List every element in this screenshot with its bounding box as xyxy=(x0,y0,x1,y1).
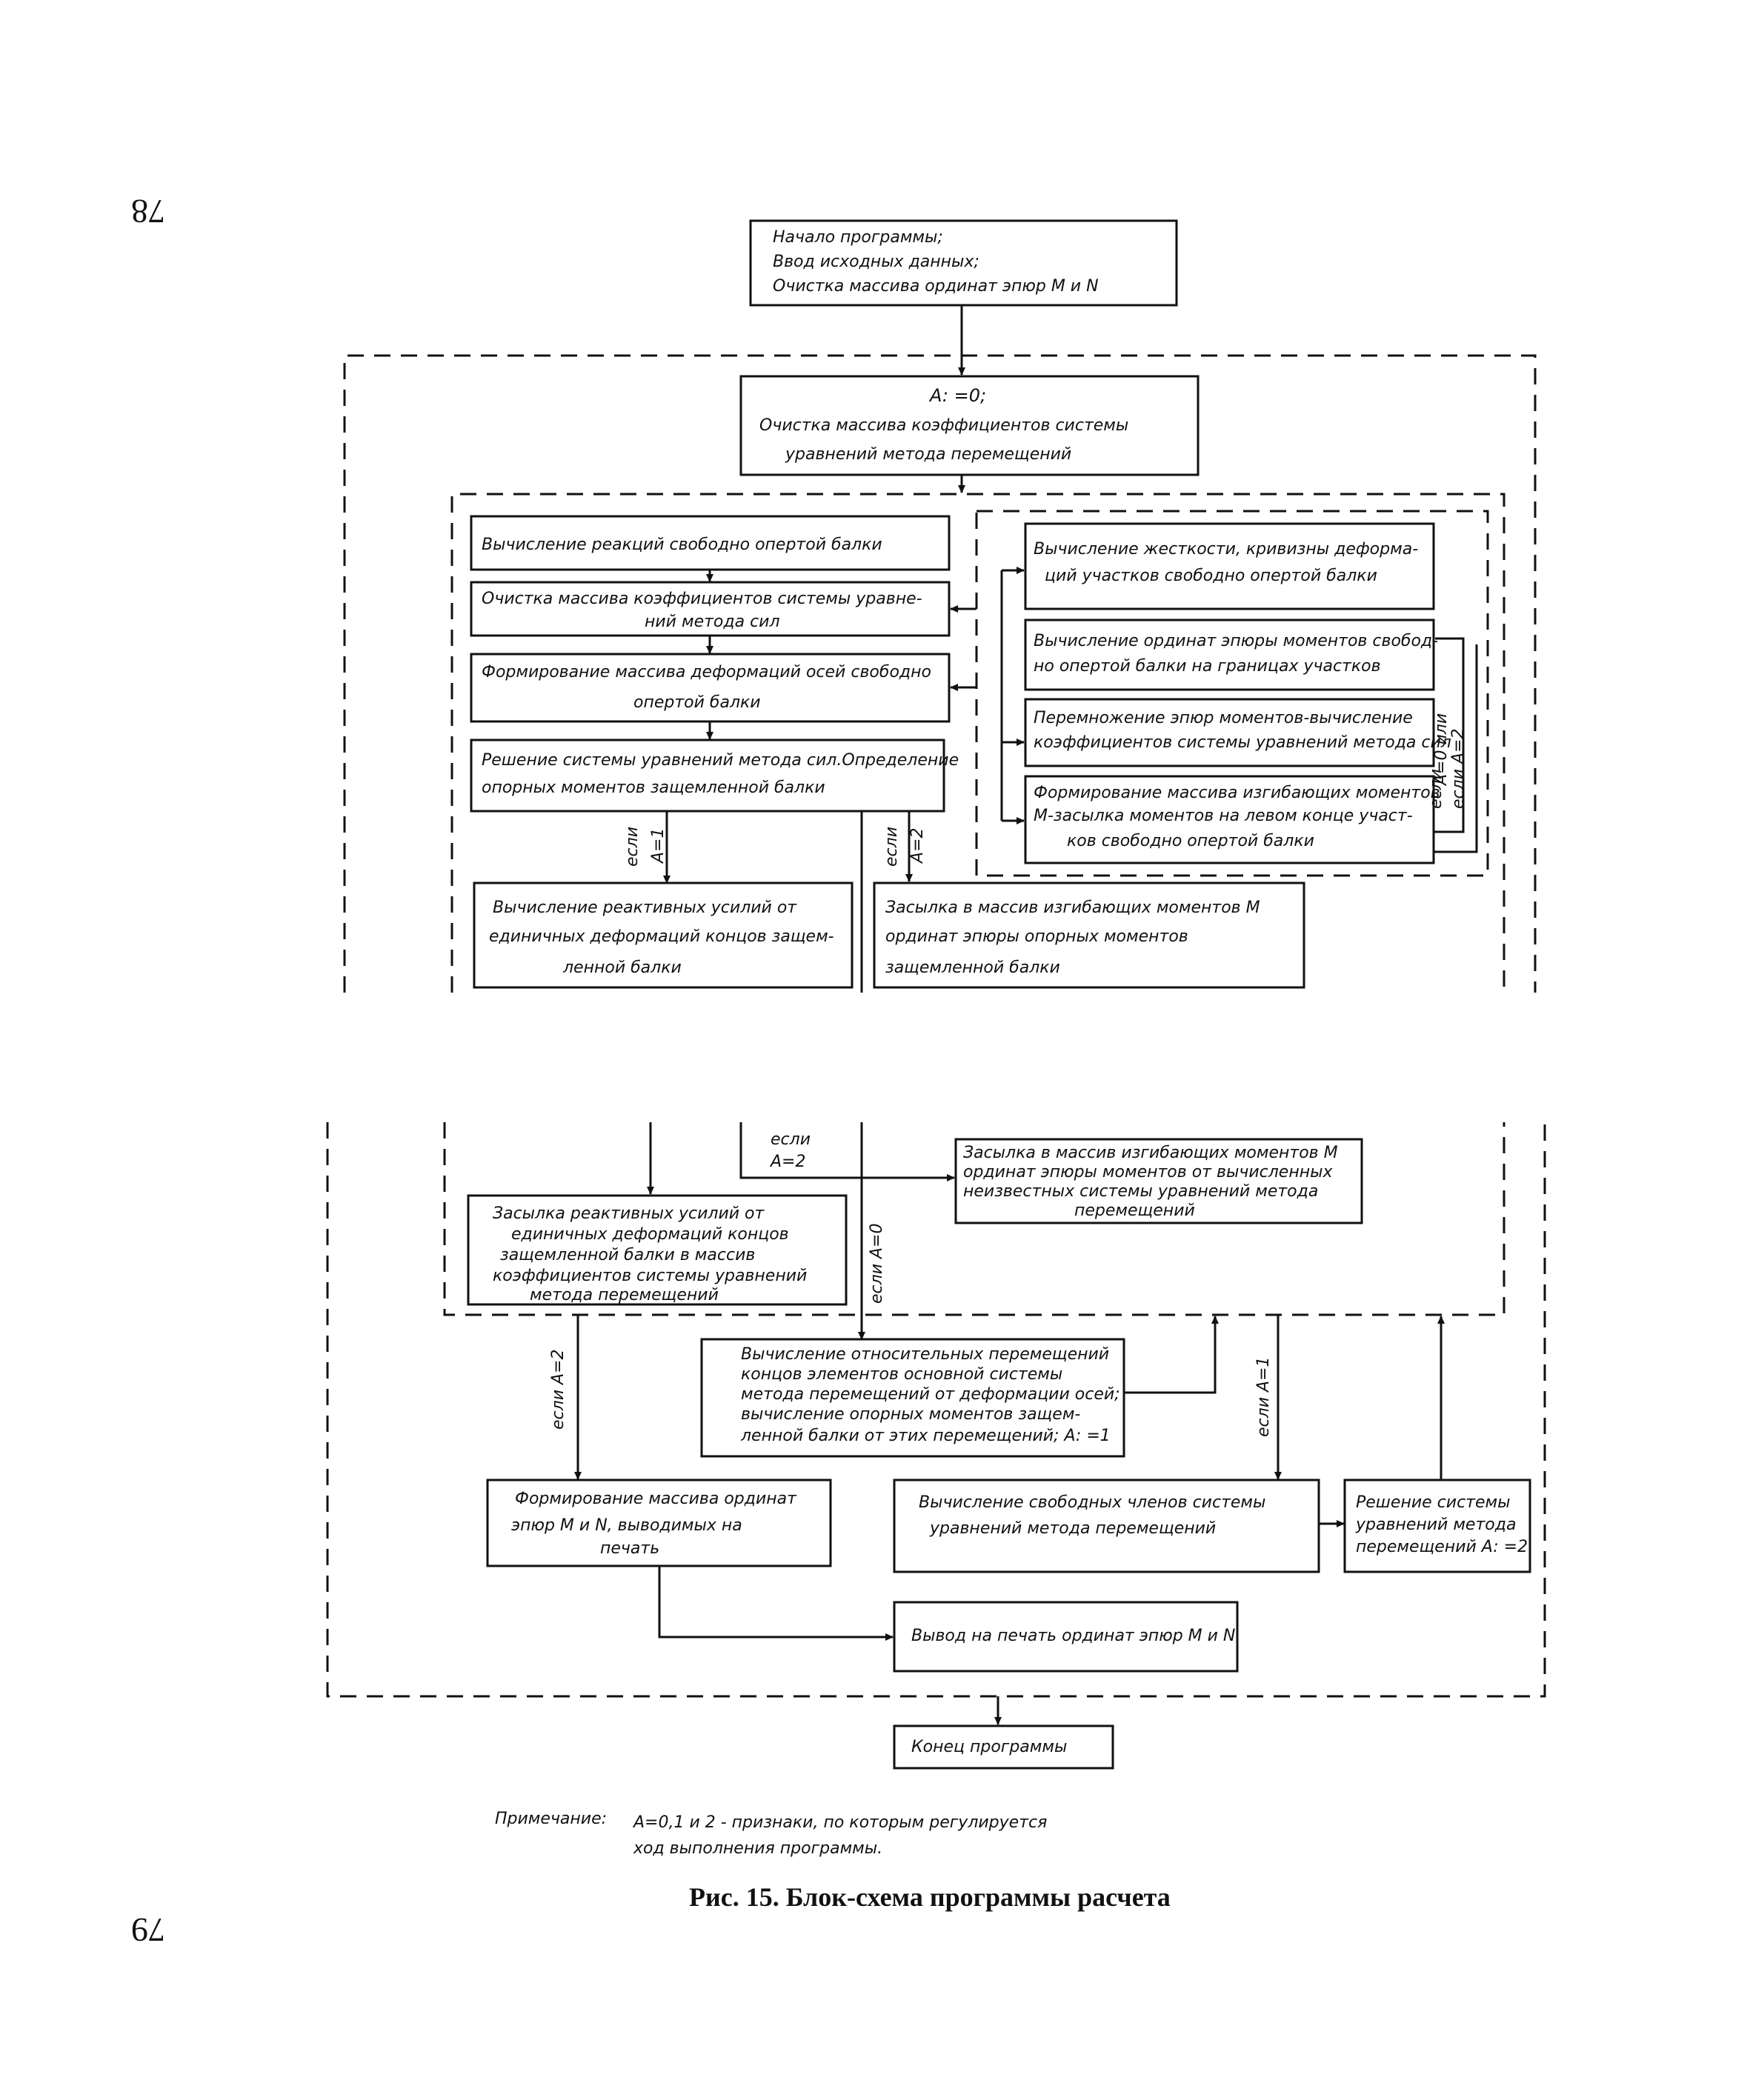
solve-disp-line1: Решение системы xyxy=(1356,1493,1510,1512)
solve-disp-line2: уравнений метода xyxy=(1355,1516,1516,1534)
cond-a1-right: если A=1 xyxy=(1254,1357,1273,1437)
stiffness-line2: ций участков свободно опертой балки xyxy=(1045,567,1377,585)
solve-forces-line1: Решение системы уравнений метода сил.Опр… xyxy=(482,751,959,770)
inner-loop-frame-top xyxy=(450,493,1506,993)
start-block-line2: Ввод исходных данных; xyxy=(773,253,979,271)
send-reactive-line4: коэффициентов системы уравнений xyxy=(493,1267,807,1285)
send-reactive-line1: Засылка реактивных усилий от xyxy=(493,1204,765,1223)
figure-caption: Рис. 15. Блок-схема программы расчета xyxy=(689,1882,1171,1912)
send-reactive-block xyxy=(467,1194,848,1306)
relative-disp-line4: вычисление опорных моментов защем- xyxy=(741,1405,1080,1424)
deform-axes-line1: Формирование массива деформаций осей сво… xyxy=(482,663,931,681)
outer-loop-frame-bottom xyxy=(326,1122,1546,1698)
form-ordinates-line1: Формирование массива ординат xyxy=(515,1490,797,1508)
print-block xyxy=(893,1601,1239,1673)
page-number-bottom: 79 xyxy=(131,1911,165,1949)
send-moments-top-block xyxy=(873,881,1305,989)
init-block-line3: уравнений метода перемещений xyxy=(785,445,1071,464)
send-moments-top-line2: ординат эпюры опорных моментов xyxy=(885,927,1188,946)
send-moments-bottom-line3: неизвестных системы уравнений метода xyxy=(963,1182,1318,1201)
note-line2: ход выполнения программы. xyxy=(633,1839,882,1858)
relative-disp-line2: концов элементов основной системы xyxy=(741,1365,1062,1384)
relative-disp-line5: ленной балки от этих перемещений; A: =1 xyxy=(740,1427,1111,1445)
cond-a2-left: если A=2 xyxy=(549,1350,568,1430)
send-reactive-line3: защемленной балки в массив xyxy=(500,1246,755,1264)
bending-array-block xyxy=(1024,775,1435,864)
form-ordinates-line3: печать xyxy=(600,1539,659,1558)
bending-array-line1: Формирование массива изгибающих моментов xyxy=(1034,784,1440,802)
cond-a0-or-a2-line2: если xyxy=(1427,769,1445,809)
cond-a1-top-value: A=1 xyxy=(649,828,668,864)
form-ordinates-line2: эпюр М и N, выводимых на xyxy=(511,1516,742,1535)
send-moments-bottom-block xyxy=(954,1138,1363,1224)
ordinates-line2: но опертой балки на границах участков xyxy=(1034,657,1381,676)
start-block-line3: Очистка массива ординат эпюр М и N xyxy=(773,277,1099,296)
free-terms-block xyxy=(893,1479,1320,1573)
solve-forces-block xyxy=(470,739,945,813)
cond-a2-top-value: A=2 xyxy=(908,828,927,864)
cond-a2-top-if: если xyxy=(882,827,901,867)
cond-a1-top-if: если xyxy=(623,827,642,867)
solve-disp-block xyxy=(1343,1479,1531,1573)
loop-relative-to-top xyxy=(1124,1316,1219,1394)
cond-a0-or-a2-line3: если A=2 xyxy=(1449,729,1468,809)
loop-a0-a2 xyxy=(1434,637,1465,833)
clear-forces-line1: Очистка массива коэффициентов системы ур… xyxy=(482,590,922,608)
reactive-forces-line3: ленной балки xyxy=(562,959,682,977)
init-block-line1: A: =0; xyxy=(928,385,986,406)
note-line1: A=0,1 и 2 - признаки, по которым регулир… xyxy=(632,1813,1047,1832)
send-moments-bottom-line1: Засылка в массив изгибающих моментов М xyxy=(963,1144,1338,1162)
outer-loop-frame-top xyxy=(343,354,1537,993)
reactive-forces-block xyxy=(473,881,854,989)
ordinates-block xyxy=(1024,619,1435,691)
send-moments-top-line1: Засылка в массив изгибающих моментов М xyxy=(885,899,1260,917)
end-block-text: Конец программы xyxy=(911,1738,1067,1756)
arrow-form-to-print xyxy=(658,1566,894,1641)
send-moments-bottom-line2: ординат эпюры моментов от вычисленных xyxy=(963,1163,1333,1181)
bending-array-line2: М-засылка моментов на левом конце участ- xyxy=(1034,807,1413,825)
page-number-top: 78 xyxy=(131,193,165,230)
reactive-forces-line1: Вычисление реактивных усилий от xyxy=(493,899,797,917)
send-reactive-line5: метода перемещений xyxy=(530,1286,719,1304)
end-block xyxy=(893,1724,1114,1770)
solve-disp-line3: перемещений A: =2 xyxy=(1356,1538,1528,1556)
send-reactive-line2: единичных деформаций концов xyxy=(511,1225,789,1244)
relative-disp-block xyxy=(700,1338,1125,1458)
start-block xyxy=(749,219,1178,307)
solve-forces-line2: опорных моментов защемленной балки xyxy=(482,779,825,797)
bending-array-line3: ков свободно опертой балки xyxy=(1067,832,1314,850)
inner-loop-frame-bottom xyxy=(443,1122,1506,1316)
init-block-line2: Очистка массива коэффициентов системы xyxy=(759,416,1128,435)
free-terms-line2: уравнений метода перемещений xyxy=(929,1519,1216,1538)
multiply-line1: Перемножение эпюр моментов-вычисление xyxy=(1034,709,1413,727)
free-terms-line1: Вычисление свободных членов системы xyxy=(919,1493,1265,1512)
init-block xyxy=(739,375,1200,476)
multiply-block xyxy=(1024,698,1435,767)
cond-a0-or-a2-line1: A=0 или xyxy=(1432,713,1451,787)
print-block-text: Вывод на печать ординат эпюр М и N xyxy=(911,1627,1235,1645)
multiply-line2: коэффициентов системы уравнений метода с… xyxy=(1034,733,1451,752)
reactions-block-text: Вычисление реакций свободно опертой балк… xyxy=(482,536,882,554)
loop-a2 xyxy=(1434,644,1478,853)
clear-forces-line2: ний метода сил xyxy=(645,613,780,631)
reactive-forces-line2: единичных деформаций концов защем- xyxy=(489,927,834,946)
stiffness-line1: Вычисление жесткости, кривизны деформа- xyxy=(1034,540,1418,559)
start-block-line1: Начало программы; xyxy=(773,228,943,247)
deform-axes-line2: опертой балки xyxy=(633,693,761,712)
ordinates-line1: Вычисление ординат эпюры моментов свобод… xyxy=(1034,632,1438,650)
relative-disp-line1: Вычисление относительных перемещений xyxy=(741,1345,1109,1364)
right-subroutine-frame xyxy=(975,510,1489,877)
stiffness-block xyxy=(1024,522,1435,610)
relative-disp-line3: метода перемещений от деформации осей; xyxy=(741,1385,1120,1404)
line-a2-bottom xyxy=(739,1122,862,1179)
cond-a2-bottom-value: A=2 xyxy=(769,1153,805,1171)
send-moments-top-line3: защемленной балки xyxy=(885,959,1060,977)
cond-a2-bottom-if: если xyxy=(771,1130,811,1149)
deform-axes-block xyxy=(470,653,951,723)
note-label: Примечание: xyxy=(495,1810,607,1828)
cond-a0-bottom: если A=0 xyxy=(868,1224,886,1304)
send-moments-bottom-line4: перемещений xyxy=(1074,1201,1195,1220)
